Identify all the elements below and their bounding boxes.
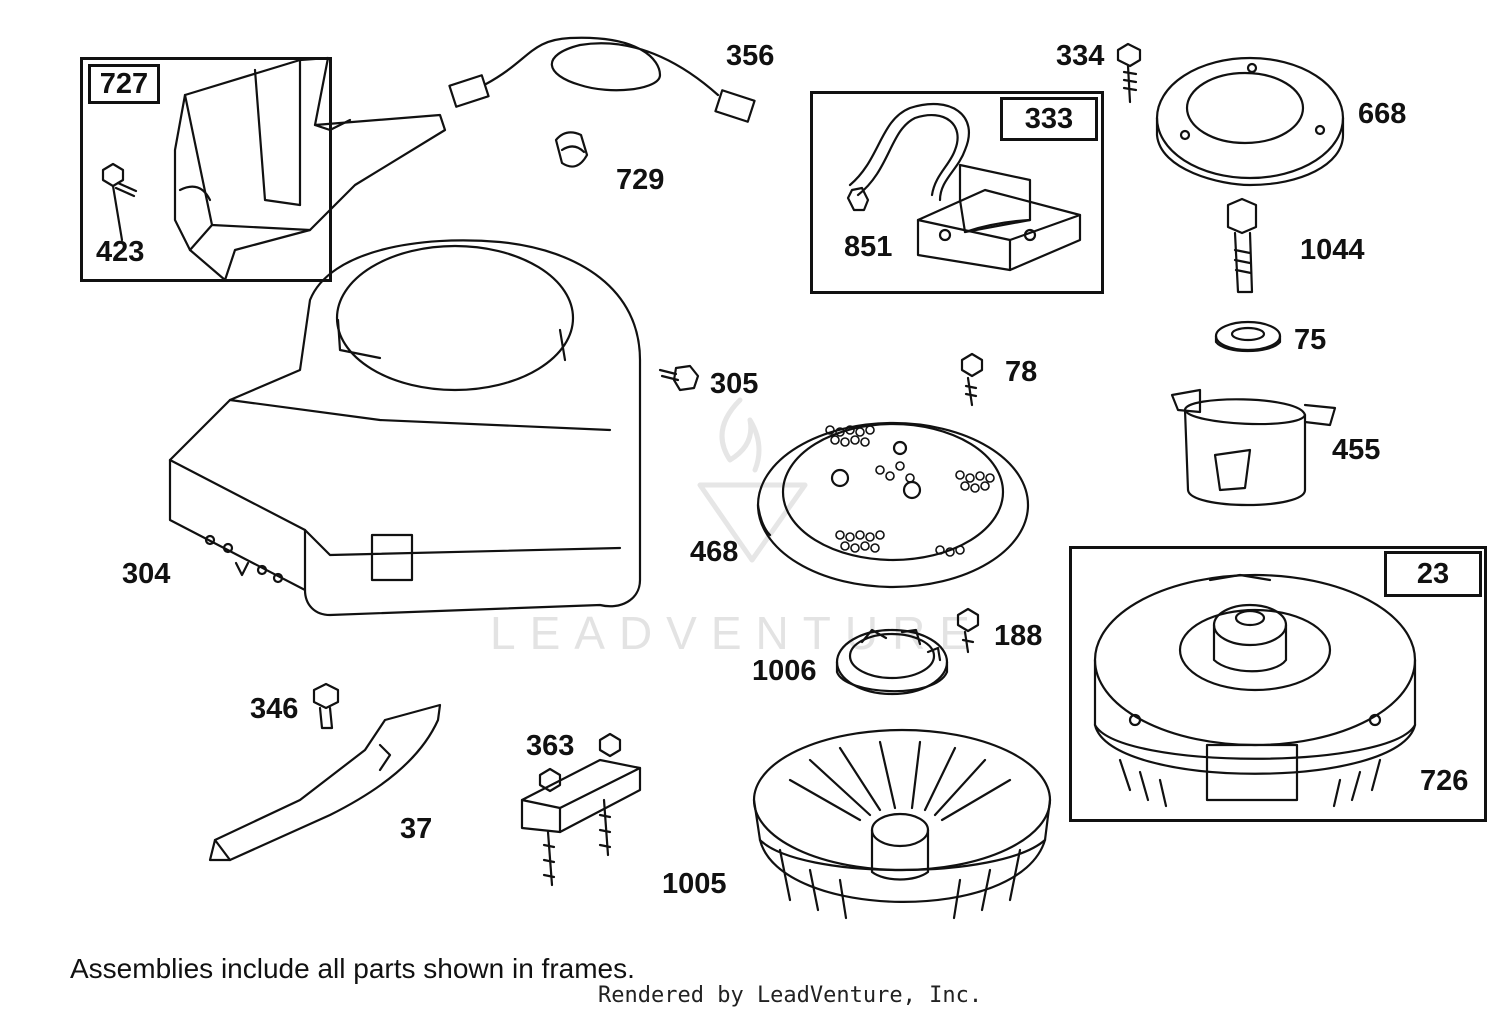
bolt-1044-drawing xyxy=(1226,197,1258,294)
frame-333-tag: 333 xyxy=(1000,97,1098,141)
screw-334-drawing xyxy=(1116,42,1142,104)
part-label-726: 726 xyxy=(1420,765,1469,797)
frame-727 xyxy=(80,57,332,282)
screw-188-drawing xyxy=(956,607,980,654)
assemblies-footnote: Assemblies include all parts shown in fr… xyxy=(70,953,635,984)
washer-75-drawing xyxy=(1214,320,1282,352)
part-label-729: 729 xyxy=(616,164,665,196)
flywheel-726-drawing xyxy=(1093,573,1417,808)
ignition-coil-drawing xyxy=(846,102,1082,272)
part-label-37: 37 xyxy=(400,813,433,845)
plate-668-drawing xyxy=(1155,56,1345,187)
part-label-78: 78 xyxy=(1005,356,1038,388)
screw-305-drawing xyxy=(658,364,700,392)
render-credit: Rendered by LeadVenture, Inc. xyxy=(598,983,983,1008)
part-label-363: 363 xyxy=(526,730,575,762)
flywheel-1005-drawing xyxy=(752,728,1052,920)
part-label-346: 346 xyxy=(250,693,299,725)
part-label-468: 468 xyxy=(690,536,739,568)
retainer-455-drawing xyxy=(1170,388,1337,507)
part-label-188: 188 xyxy=(994,620,1043,652)
part-label-668: 668 xyxy=(1358,98,1407,130)
screw-78-drawing xyxy=(960,352,984,407)
part-label-305: 305 xyxy=(710,368,759,400)
part-label-334: 334 xyxy=(1056,40,1105,72)
part-label-423: 423 xyxy=(96,236,145,268)
part-label-851: 851 xyxy=(844,231,893,263)
frame-333 xyxy=(810,91,1104,294)
watermark-logo xyxy=(697,397,808,563)
part-label-75: 75 xyxy=(1294,324,1327,356)
shroud-727-drawing xyxy=(173,56,447,282)
bolt-346-drawing xyxy=(312,682,340,730)
part-label-1006: 1006 xyxy=(752,655,817,687)
frame-727-tag: 727 xyxy=(88,64,160,104)
part-label-356: 356 xyxy=(726,40,775,72)
part-label-455: 455 xyxy=(1332,434,1381,466)
wire-356-drawing xyxy=(448,36,756,123)
frame-23 xyxy=(1069,546,1487,822)
grommet-729-drawing xyxy=(554,131,589,168)
bolt-423-drawing xyxy=(101,162,138,242)
ratchet-1006-drawing xyxy=(835,628,949,696)
bracket-363-drawing xyxy=(520,732,642,887)
part-label-1044: 1044 xyxy=(1300,234,1365,266)
blower-housing-304-drawing xyxy=(168,239,642,617)
screen-468-drawing xyxy=(756,421,1030,589)
air-guide-37-drawing xyxy=(208,703,442,862)
part-label-1005: 1005 xyxy=(662,868,727,900)
frame-23-tag: 23 xyxy=(1384,551,1482,597)
part-label-304: 304 xyxy=(122,558,171,590)
